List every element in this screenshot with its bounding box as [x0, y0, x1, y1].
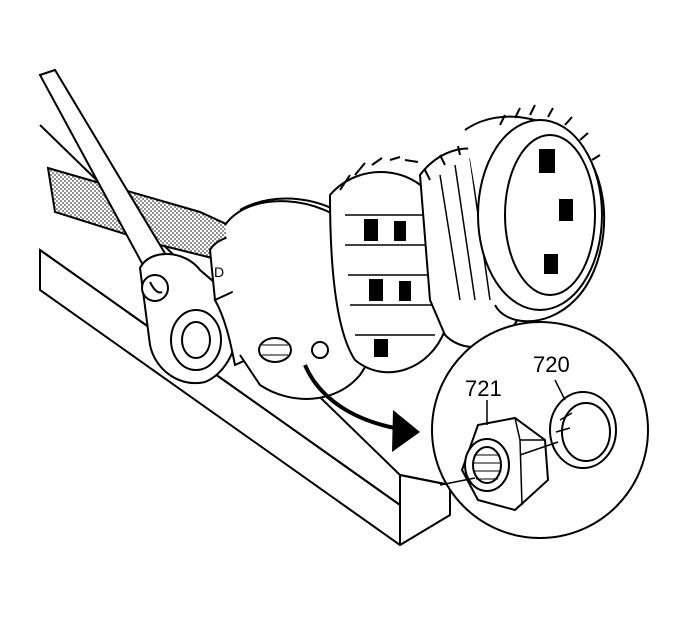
snap-ring-720 — [519, 391, 617, 469]
bearing — [258, 337, 292, 363]
leader-lines — [486, 379, 566, 425]
callout-721: 721 — [465, 376, 502, 401]
callout-720: 720 — [533, 352, 570, 377]
splined-hub — [328, 156, 447, 374]
svg-text:D: D — [214, 264, 224, 280]
pointer-arrow — [303, 364, 420, 452]
synchronizer — [464, 104, 606, 323]
nut-721 — [439, 416, 550, 512]
